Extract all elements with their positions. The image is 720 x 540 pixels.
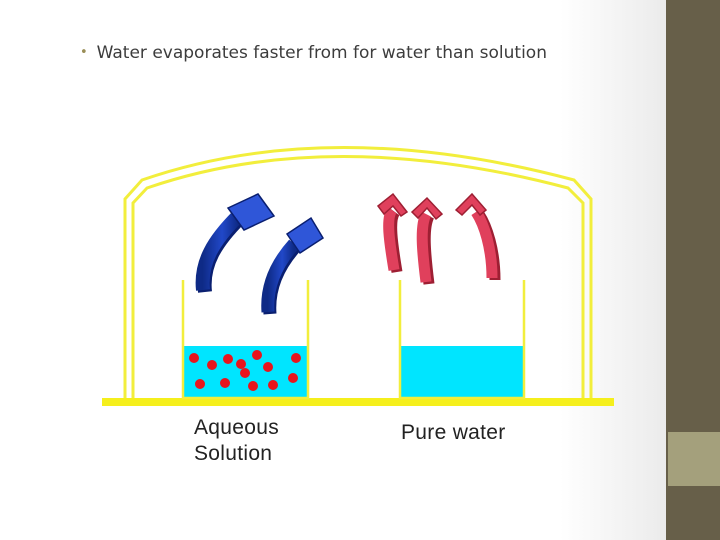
solute-particle [268,380,278,390]
bullet-marker: • [80,45,88,60]
solution-label: Aqueous Solution [194,415,279,467]
water-label: Pure water [401,421,506,444]
solution-label-line2: Solution [194,442,273,465]
beaker-water [398,280,526,400]
sidebar-accent-block [668,432,720,486]
solute-particle [263,362,273,372]
beaker-solution-outline [181,280,310,400]
evaporation-arrow-red [454,192,501,281]
solute-particle [291,353,301,363]
solute-particle [189,353,199,363]
solute-particle [248,381,258,391]
bullet-point: • Water evaporates faster from for water … [80,43,547,63]
background-shade [560,0,666,540]
solute-particles [189,350,301,391]
bench-surface [102,398,614,406]
solute-particle [288,373,298,383]
solute-particle [220,378,230,388]
beaker-water-outline [398,280,526,400]
evaporation-arrow-blue [261,216,325,315]
solute-particle [195,379,205,389]
evaporation-arrow-red [376,192,409,273]
solute-particle [240,368,250,378]
bullet-text: Water evaporates faster from for water t… [96,43,547,63]
solute-particle [252,350,262,360]
water-liquid [400,346,524,398]
bell-jar-dome [123,146,593,399]
evaporation-arrow-red [410,196,444,285]
solute-particle [236,359,246,369]
evaporation-arrow-blue [195,193,276,293]
solution-label-line1: Aqueous [194,416,280,439]
solute-particle [207,360,217,370]
solute-particle [223,354,233,364]
